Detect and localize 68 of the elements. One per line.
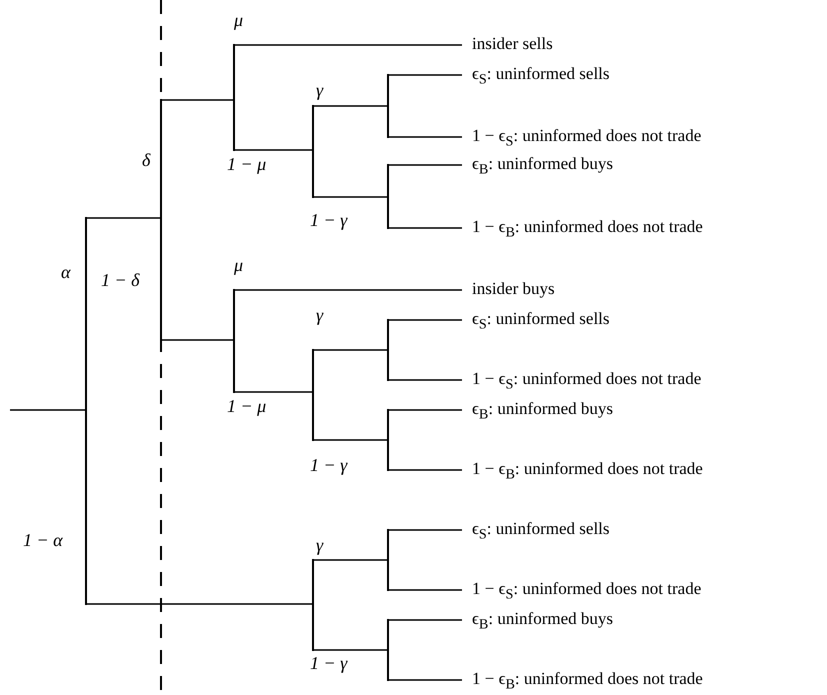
probability-label: 1 − μ (226, 396, 268, 416)
outcome-label: 1 − ϵ$_{B}$: uninformed does not trade (462, 217, 703, 242)
probability-label: α (60, 262, 72, 282)
probability-label: 1 − μ (226, 154, 268, 174)
fork-line (160, 99, 162, 341)
outcome-label: 1 − ϵ$_{B}$: uninformed does not trade (462, 669, 703, 694)
outcome-label: ϵ$_{S}$: uninformed sells (462, 519, 610, 544)
branch-line (389, 409, 462, 411)
branch-line (389, 136, 462, 138)
probability-label: 1 − δ (100, 270, 141, 290)
outcome-label: insider buys (462, 279, 555, 299)
fork-line (233, 289, 235, 393)
fork-line (312, 559, 314, 651)
branch-line (162, 339, 233, 341)
outcome-label: ϵ$_{B}$: uninformed buys (462, 154, 613, 180)
fork-line (387, 164, 389, 229)
outcome-label: ϵ$_{S}$: uninformed sells (462, 309, 610, 334)
branch-line (162, 99, 233, 101)
outcome-label: 1 − ϵ$_{B}$: uninformed does not trade (462, 459, 703, 484)
probability-label: 1 − α (22, 530, 64, 550)
branch-line (10, 409, 85, 411)
fork-line (85, 217, 87, 605)
branch-line (314, 196, 387, 198)
branch-line (314, 105, 387, 107)
fork-line (387, 319, 389, 381)
outcome-label: ϵ$_{B}$: uninformed buys (462, 609, 613, 634)
probability-label: γ (315, 535, 324, 555)
outcome-label: 1 − ϵ$_{S}$: uninformed does not trade (462, 126, 702, 152)
probability-label: 1 − γ (309, 455, 348, 475)
branch-line (314, 559, 387, 561)
branch-line (389, 679, 462, 681)
probability-label: γ (315, 80, 324, 100)
branch-line (389, 227, 462, 229)
fork-line (387, 619, 389, 681)
branch-line (389, 379, 462, 381)
branch-line (389, 319, 462, 321)
probability-label: 1 − γ (309, 210, 348, 230)
branch-line (389, 589, 462, 591)
branch-line (87, 603, 312, 605)
probability-label: δ (141, 150, 152, 170)
fork-line (387, 409, 389, 471)
fork-line (387, 529, 389, 591)
branch-line (314, 649, 387, 651)
branch-line (389, 619, 462, 621)
outcome-label: 1 − ϵ$_{S}$: uninformed does not trade (462, 369, 702, 394)
fork-line (312, 105, 314, 198)
probability-label: μ (233, 255, 244, 275)
branch-line (314, 349, 387, 351)
outcome-label: ϵ$_{B}$: uninformed buys (462, 399, 613, 424)
branch-line (235, 149, 312, 151)
branch-line (389, 74, 462, 76)
branch-line (235, 391, 312, 393)
branch-line (235, 44, 462, 46)
probability-label: μ (233, 10, 244, 30)
branch-line (389, 529, 462, 531)
outcome-label: 1 − ϵ$_{S}$: uninformed does not trade (462, 579, 702, 604)
fork-line (387, 74, 389, 138)
branch-line (389, 164, 462, 166)
branch-line (314, 439, 387, 441)
probability-label: 1 − γ (309, 653, 348, 673)
probability-label: γ (315, 305, 324, 325)
branch-line (235, 289, 462, 291)
branch-line (389, 469, 462, 471)
fork-line (312, 349, 314, 441)
branch-line (87, 217, 160, 219)
fork-line (233, 44, 235, 151)
outcome-label: insider sells (462, 34, 553, 54)
outcome-label: ϵ$_{S}$: uninformed sells (462, 64, 610, 90)
